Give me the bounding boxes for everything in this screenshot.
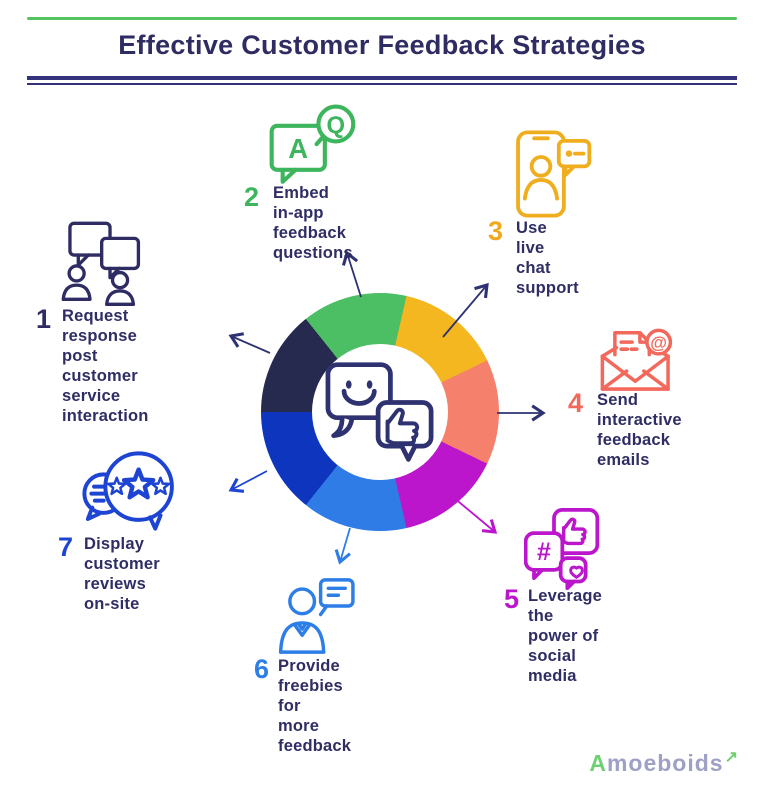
logo-arrow-icon: ↗ (724, 749, 739, 766)
feedback-smiley-thumbsup-icon (325, 362, 434, 462)
item-label: Embed in-app feedback questions (273, 184, 353, 262)
item-number: 5 (504, 584, 520, 614)
item-label: Use live chat support (516, 219, 579, 297)
arrow-to-item-7 (228, 470, 268, 493)
svg-text:#: # (537, 538, 551, 566)
question-answer-bubbles-icon: A Q (269, 104, 356, 184)
item-number: 2 (244, 182, 260, 212)
item-number: 3 (488, 216, 504, 246)
arrow-to-item-6 (334, 527, 351, 565)
svg-text:@: @ (650, 332, 667, 352)
top-green-rule (27, 17, 737, 20)
star-reviews-bubbles-icon (82, 451, 174, 531)
item-label: Leverage the power of social media (528, 587, 603, 685)
svg-text:A: A (288, 133, 308, 164)
item-number: 7 (58, 532, 74, 562)
logo-first-letter: A (589, 750, 607, 776)
person-speech-bubble-icon (278, 578, 355, 654)
item-number: 1 (36, 304, 52, 334)
item-label: Provide freebies for more feedback (278, 657, 352, 755)
people-conversation-icon (61, 221, 141, 306)
title-divider-thin (27, 83, 737, 85)
item-label: Send interactive feedback emails (597, 391, 682, 469)
arrow-to-item-5 (452, 496, 498, 534)
item-label: Request response post customer service i… (62, 307, 149, 425)
item-number: 4 (568, 388, 584, 418)
svg-text:Q: Q (327, 112, 346, 139)
phone-live-chat-icon (516, 130, 592, 218)
interactive-email-icon: @ (600, 328, 673, 391)
logo-text: moeboids (606, 750, 724, 776)
donut-chart-hole (312, 344, 448, 480)
item-label: Display customer reviews on-site (84, 535, 160, 613)
title-divider-thick (27, 76, 737, 80)
social-media-bubbles-icon: # (524, 508, 600, 590)
donut-chart (261, 293, 499, 531)
item-number: 6 (254, 654, 270, 684)
page-title: Effective Customer Feedback Strategies (118, 30, 646, 60)
arrow-to-item-1 (228, 332, 271, 354)
